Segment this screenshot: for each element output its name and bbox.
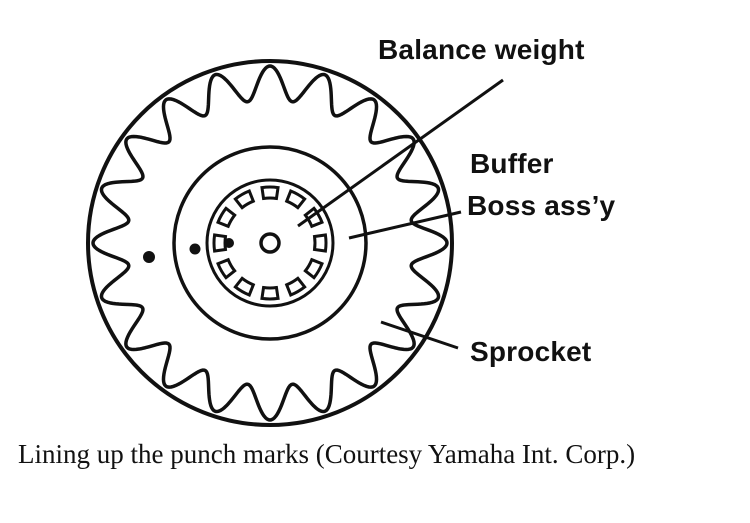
leader-balance-weight [297, 78, 504, 228]
leader-lines [297, 78, 504, 350]
spline-tooth [216, 206, 237, 229]
spline-tooth [284, 276, 307, 297]
label-boss-assy: Boss ass’y [467, 190, 616, 221]
spline-tooth [260, 185, 280, 201]
label-balance-weight: Balance weight [378, 34, 585, 65]
spline-tooth [260, 285, 280, 301]
spline-tooth [233, 189, 256, 210]
punch-mark-buffer [189, 243, 201, 255]
spline-tooth [233, 276, 256, 297]
sprocket-outer-rim [86, 59, 454, 427]
spline-tooth [303, 257, 324, 280]
label-sprocket: Sprocket [470, 336, 592, 367]
sprocket-assembly [86, 59, 454, 427]
spline-tooth [212, 233, 228, 253]
figure-caption: Lining up the punch marks (Courtesy Yama… [18, 439, 636, 469]
sprocket-tooth-profile [91, 64, 449, 422]
buffer-ring [172, 145, 368, 341]
spline-tooth [284, 189, 307, 210]
spline-tooth [312, 233, 328, 253]
leader-sprocket [380, 320, 459, 350]
spline-tooth [216, 257, 237, 280]
center-hole [259, 232, 281, 254]
label-buffer: Buffer [470, 148, 554, 179]
punch-mark-sprocket [143, 251, 155, 263]
boss-splines [212, 185, 328, 301]
boss-hub-outer [205, 178, 335, 308]
punch-mark-boss [224, 238, 234, 248]
leader-boss-assy [348, 210, 462, 240]
